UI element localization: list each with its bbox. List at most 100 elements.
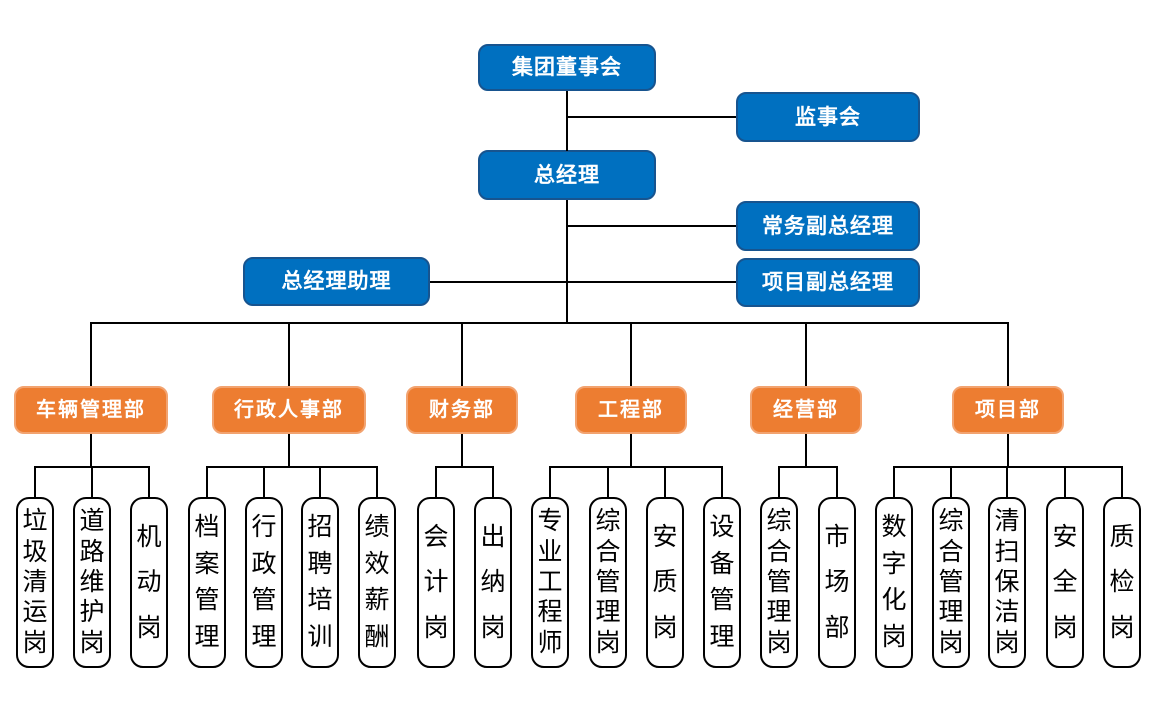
position-label: 道路维护岗 xyxy=(79,507,105,657)
position-label: 垃圾清运岗 xyxy=(22,507,48,657)
board-of-directors-label: 集团董事会 xyxy=(512,56,622,79)
board-of-directors-box: 集团董事会 xyxy=(478,44,656,91)
connector-line xyxy=(376,466,378,497)
connector-line xyxy=(148,466,150,497)
connector-line xyxy=(836,466,838,497)
position-label: 综合管理岗 xyxy=(766,507,792,657)
department-label: 财务部 xyxy=(429,399,495,421)
connector-line xyxy=(263,466,265,497)
position-box: 专业工程师 xyxy=(531,497,569,668)
position-label: 出纳岗 xyxy=(480,522,506,642)
position-label: 机动岗 xyxy=(136,522,162,642)
position-box: 安全岗 xyxy=(1046,497,1084,668)
supervisory-board-label: 监事会 xyxy=(795,105,861,129)
position-label: 综合管理岗 xyxy=(938,507,964,657)
department-label: 项目部 xyxy=(975,399,1041,421)
connector-line xyxy=(566,91,568,151)
connector-line xyxy=(549,466,723,468)
connector-line xyxy=(549,466,551,497)
connector-line xyxy=(630,434,632,466)
position-label: 数字化岗 xyxy=(881,513,907,651)
position-box: 会计岗 xyxy=(417,497,455,668)
supervisory-board-box: 监事会 xyxy=(736,92,920,142)
position-box: 招聘培训 xyxy=(301,497,339,668)
connector-line xyxy=(91,466,93,497)
project-deputy-gm-label: 项目副总经理 xyxy=(762,271,894,294)
connector-line xyxy=(567,225,736,227)
position-label: 档案管理 xyxy=(194,513,220,651)
position-label: 安全岗 xyxy=(1052,522,1078,642)
position-label: 质检岗 xyxy=(1109,522,1135,642)
connector-line xyxy=(430,281,736,283)
position-box: 市场部 xyxy=(818,497,856,668)
executive-deputy-gm-box: 常务副总经理 xyxy=(736,201,920,251)
position-label: 设备管理 xyxy=(709,513,735,651)
connector-line xyxy=(435,466,494,468)
position-label: 安质岗 xyxy=(652,522,678,642)
position-box: 绩效薪酬 xyxy=(358,497,396,668)
connector-line xyxy=(435,466,437,497)
connector-line xyxy=(778,466,780,497)
general-manager-label: 总经理 xyxy=(534,163,600,187)
connector-line xyxy=(34,466,36,497)
connector-line xyxy=(566,200,568,322)
position-box: 综合管理岗 xyxy=(932,497,970,668)
connector-line xyxy=(1121,466,1123,497)
project-deputy-gm-box: 项目副总经理 xyxy=(736,258,920,307)
connector-line xyxy=(288,322,290,386)
position-box: 综合管理岗 xyxy=(589,497,627,668)
connector-line xyxy=(778,466,838,468)
gm-assistant-label: 总经理助理 xyxy=(281,270,392,293)
department-label: 行政人事部 xyxy=(234,399,344,421)
position-box: 出纳岗 xyxy=(474,497,512,668)
position-box: 道路维护岗 xyxy=(73,497,111,668)
position-label: 招聘培训 xyxy=(307,513,333,651)
position-label: 行政管理 xyxy=(251,513,277,651)
connector-line xyxy=(950,466,952,497)
position-label: 市场部 xyxy=(824,522,850,642)
connector-line xyxy=(90,322,1009,324)
connector-line xyxy=(90,322,92,386)
position-label: 绩效薪酬 xyxy=(364,513,390,651)
department-label: 经营部 xyxy=(773,399,839,421)
connector-line xyxy=(893,466,895,497)
position-box: 安质岗 xyxy=(646,497,684,668)
connector-line xyxy=(492,466,494,497)
executive-deputy-gm-label: 常务副总经理 xyxy=(762,214,894,238)
connector-line xyxy=(288,434,290,466)
connector-line xyxy=(1064,466,1066,497)
connector-line xyxy=(630,322,632,386)
connector-line xyxy=(1006,466,1008,497)
position-box: 清扫保洁岗 xyxy=(988,497,1026,668)
position-box: 档案管理 xyxy=(188,497,226,668)
position-box: 数字化岗 xyxy=(875,497,913,668)
connector-line xyxy=(90,434,92,466)
department-label: 车辆管理部 xyxy=(36,399,146,421)
position-label: 综合管理岗 xyxy=(595,507,621,657)
connector-line xyxy=(893,466,1123,468)
connector-line xyxy=(805,322,807,386)
connector-line xyxy=(607,466,609,497)
department-box: 车辆管理部 xyxy=(14,386,168,434)
position-label: 专业工程师 xyxy=(537,507,563,657)
position-box: 综合管理岗 xyxy=(760,497,798,668)
department-box: 行政人事部 xyxy=(212,386,366,434)
position-box: 行政管理 xyxy=(245,497,283,668)
connector-line xyxy=(461,434,463,466)
position-box: 设备管理 xyxy=(703,497,741,668)
connector-line xyxy=(721,466,723,497)
department-box: 工程部 xyxy=(575,386,687,434)
connector-line xyxy=(461,322,463,386)
position-label: 会计岗 xyxy=(423,522,449,642)
connector-line xyxy=(664,466,666,497)
connector-line xyxy=(319,466,321,497)
department-box: 项目部 xyxy=(952,386,1064,434)
position-box: 垃圾清运岗 xyxy=(16,497,54,668)
position-box: 质检岗 xyxy=(1103,497,1141,668)
position-label: 清扫保洁岗 xyxy=(994,507,1020,657)
department-box: 财务部 xyxy=(406,386,518,434)
gm-assistant-box: 总经理助理 xyxy=(243,257,430,306)
connector-line xyxy=(1007,434,1009,466)
connector-line xyxy=(206,466,378,468)
